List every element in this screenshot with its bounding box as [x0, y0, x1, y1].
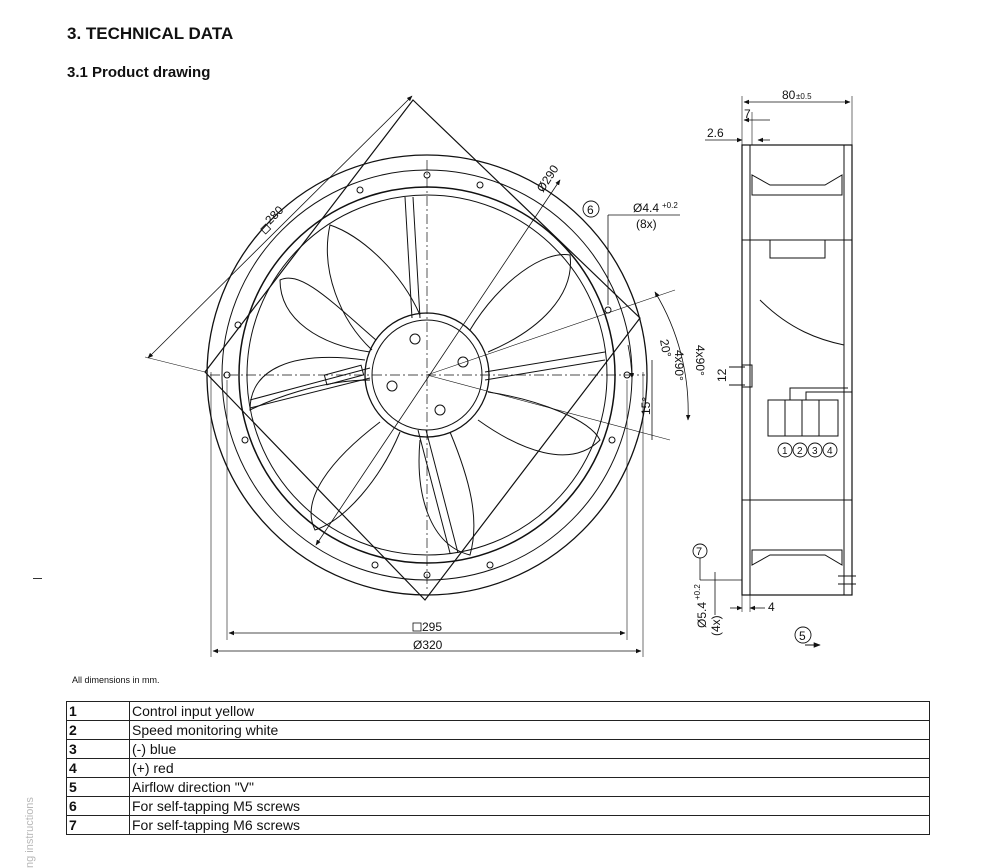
table-row: 4(+) red — [66, 758, 930, 778]
table-row: 3(-) blue — [66, 739, 930, 759]
dim-4: 4 — [768, 600, 775, 614]
dim-square-295: 295 — [422, 620, 442, 634]
legend-text: (-) blue — [129, 739, 930, 759]
legend-text: Speed monitoring white — [129, 720, 930, 740]
hole-callout-tol: +0.2 — [662, 201, 678, 210]
dim-4x90-inner: 4x90° — [672, 350, 686, 381]
legend-num: 5 — [66, 777, 130, 797]
marker-6-circle — [582, 200, 600, 218]
dim-dia-320: Ø320 — [413, 638, 443, 652]
legend-text: Airflow direction "V" — [129, 777, 930, 797]
legend-text: For self-tapping M5 screws — [129, 796, 930, 816]
housing-outer-ring — [206, 154, 648, 596]
legend-num: 7 — [66, 815, 130, 835]
side-hole-tol: +0.2 — [693, 584, 702, 600]
legend-text: For self-tapping M6 screws — [129, 815, 930, 835]
dim-4x90-outer: 4x90° — [693, 345, 707, 376]
marker-5: 5 — [799, 629, 806, 643]
subsection-title: 3.1 Product drawing — [67, 64, 211, 81]
marker-7: 7 — [696, 546, 702, 558]
terminal-label: 1 — [782, 446, 788, 457]
dim-angle-20: 20° — [657, 338, 674, 358]
legend-text: (+) red — [129, 758, 930, 778]
marker-6: 6 — [587, 203, 594, 217]
terminal-markers: 1 2 3 4 — [777, 442, 838, 458]
legend-num: 6 — [66, 796, 130, 816]
margin-mark — [33, 578, 42, 579]
section-title: 3. TECHNICAL DATA — [67, 24, 234, 43]
fan-blade — [279, 277, 377, 353]
sidebar-text: ng instructions — [24, 797, 36, 868]
legend-num: 4 — [66, 758, 130, 778]
front-view — [144, 95, 691, 657]
dimensions-note: All dimensions in mm. — [72, 675, 160, 685]
side-hole-count: (4x) — [709, 615, 723, 636]
fan-blade — [477, 391, 601, 456]
legend-num: 3 — [66, 739, 130, 759]
hole-callout: Ø4.4 — [633, 201, 659, 215]
legend-num: 1 — [66, 701, 130, 721]
fan-blade — [469, 253, 571, 353]
legend-text: Control input yellow — [129, 701, 930, 721]
dim-dia-290: Ø290 — [534, 162, 562, 195]
dim-7: 7 — [744, 107, 751, 121]
marker-7-circle — [692, 543, 708, 559]
terminal-label: 3 — [812, 446, 818, 457]
product-drawing: 280 Ø290 20° 4x90° 4x90° 15° 6 Ø4.4 +0.2… — [144, 88, 856, 657]
hole-count: (8x) — [636, 217, 657, 231]
legend-num: 2 — [66, 720, 130, 740]
side-view — [699, 96, 856, 648]
dim-2-6: 2.6 — [707, 126, 724, 140]
terminal-label: 4 — [827, 446, 833, 457]
dim-12: 12 — [715, 368, 729, 382]
dim-square-280: 280 — [262, 203, 286, 227]
side-hole-callout: Ø5.4 — [695, 602, 709, 628]
dim-width-80-tol: ±0.5 — [796, 92, 812, 101]
housing-square-outline — [204, 99, 641, 601]
fan-blade — [326, 224, 421, 351]
fan-blade — [310, 421, 401, 531]
marker-5-circle — [794, 626, 812, 644]
dim-width-80: 80 — [782, 88, 796, 102]
dim-angle-15: 15° — [639, 397, 653, 415]
terminal-label: 2 — [797, 446, 803, 457]
